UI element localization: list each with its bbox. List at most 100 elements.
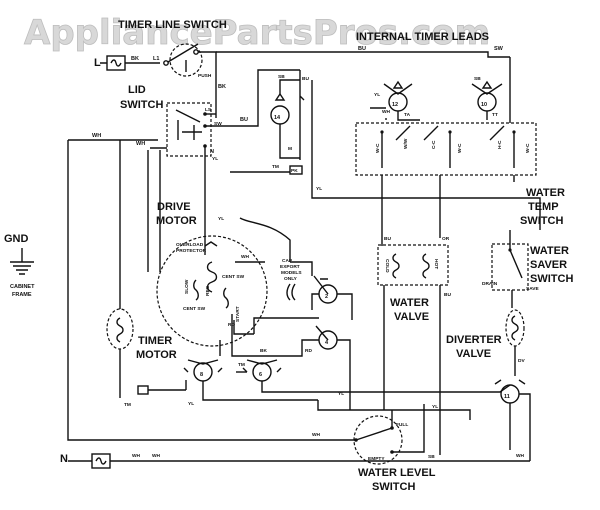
- svg-text:L1: L1: [153, 56, 159, 62]
- svg-text:12: 12: [392, 102, 398, 108]
- svg-text:2: 2: [325, 294, 328, 300]
- gnd-label: GND: [4, 233, 29, 245]
- timer-contact-6: 6: [242, 362, 282, 382]
- svg-text:CABINET: CABINET: [10, 284, 35, 290]
- svg-text:SAVER: SAVER: [530, 259, 567, 271]
- svg-text:WATER: WATER: [390, 297, 429, 309]
- svg-text:YL: YL: [188, 401, 194, 407]
- svg-text:WH: WH: [132, 453, 141, 459]
- water-valve-label: VALVE: [394, 311, 429, 323]
- n-fuse-symbol: [91, 453, 111, 469]
- svg-text:4: 4: [325, 340, 329, 346]
- svg-text:N: N: [210, 149, 214, 155]
- svg-text:DRIVE: DRIVE: [157, 201, 191, 213]
- svg-text:WH: WH: [152, 453, 161, 459]
- svg-text:BU: BU: [444, 292, 451, 298]
- svg-text:DRAIN: DRAIN: [482, 281, 498, 287]
- svg-text:8: 8: [200, 372, 203, 378]
- svg-text:REG: REG: [205, 285, 211, 296]
- svg-text:OR: OR: [442, 236, 450, 242]
- svg-text:TM: TM: [272, 164, 279, 170]
- diverter-valve: [505, 309, 525, 347]
- lid-switch: [166, 102, 212, 157]
- watermark: AppliancePartsPros.com: [24, 13, 490, 53]
- svg-text:W-C: W-C: [457, 143, 463, 153]
- svg-text:W/W: W/W: [403, 138, 409, 149]
- svg-text:CENT SW: CENT SW: [183, 306, 206, 312]
- svg-text:START: START: [235, 306, 241, 322]
- svg-text:FULL: FULL: [396, 422, 408, 428]
- svg-text:YL: YL: [316, 186, 322, 192]
- water-temp-switch: [355, 122, 537, 176]
- svg-text:YL: YL: [374, 92, 380, 98]
- svg-text:WATER: WATER: [530, 245, 569, 257]
- svg-text:11: 11: [504, 394, 510, 400]
- water-saver-switch-label: SWITCH: [530, 273, 573, 285]
- svg-text:WH: WH: [382, 109, 391, 115]
- water-level-switch: FULL EMPTY: [353, 415, 408, 465]
- svg-text:YL: YL: [432, 404, 438, 410]
- svg-text:WH: WH: [516, 453, 525, 459]
- svg-text:TM: TM: [238, 362, 245, 368]
- svg-text:YL: YL: [212, 156, 218, 162]
- svg-text:BU: BU: [240, 117, 248, 123]
- cabinet-frame-label: FRAME: [12, 292, 32, 298]
- svg-text:SB: SB: [428, 454, 435, 460]
- svg-text:RD: RD: [305, 348, 312, 354]
- svg-text:SLOW: SLOW: [184, 279, 190, 294]
- water-level-switch-label: SWITCH: [372, 481, 415, 493]
- svg-text:LID: LID: [128, 84, 146, 96]
- overload-protector-label: PROTECTOR: [176, 248, 207, 254]
- cap-export-label: ONLY: [284, 276, 298, 282]
- svg-text:WATER LEVEL: WATER LEVEL: [358, 467, 436, 479]
- svg-text:C-C: C-C: [431, 140, 437, 149]
- water-valve: [377, 244, 449, 286]
- svg-text:WH: WH: [241, 254, 250, 260]
- svg-text:CENT SW: CENT SW: [222, 274, 245, 280]
- timer-motor: [106, 308, 134, 350]
- svg-text:BU: BU: [302, 76, 309, 82]
- svg-text:BU: BU: [358, 46, 366, 52]
- svg-text:CAP: CAP: [282, 258, 293, 264]
- svg-text:SB: SB: [474, 76, 481, 82]
- svg-text:M: M: [288, 146, 292, 152]
- diverter-valve-label: VALVE: [456, 348, 491, 360]
- svg-text:14: 14: [274, 115, 281, 121]
- svg-text:YL: YL: [338, 391, 344, 397]
- timer-contact-10: 10: [477, 80, 497, 112]
- drive-motor-label: MOTOR: [156, 215, 197, 227]
- svg-text:TEMP: TEMP: [528, 201, 559, 213]
- timer-motor-label: MOTOR: [136, 349, 177, 361]
- svg-text:HOT: HOT: [433, 259, 439, 269]
- timer-contact-14: 14: [270, 92, 290, 125]
- svg-text:SW: SW: [214, 121, 222, 127]
- svg-text:SB: SB: [278, 74, 285, 80]
- water-temp-switch-label: SWITCH: [520, 215, 563, 227]
- svg-text:DIVERTER: DIVERTER: [446, 334, 502, 346]
- svg-text:WH: WH: [92, 133, 101, 139]
- timer-line-switch-label: TIMER LINE SWITCH: [118, 19, 227, 31]
- svg-text:MODELS: MODELS: [281, 270, 302, 276]
- svg-text:WATER: WATER: [526, 187, 565, 199]
- svg-text:BK: BK: [260, 348, 267, 354]
- svg-text:PK: PK: [291, 168, 298, 174]
- svg-text:BK: BK: [218, 84, 226, 90]
- svg-text:COLD: COLD: [384, 259, 390, 273]
- svg-text:TM: TM: [124, 402, 131, 408]
- timer-contact-4: 4: [315, 325, 338, 350]
- line-l-label: L: [94, 57, 101, 69]
- svg-text:TA: TA: [404, 112, 411, 118]
- internal-timer-leads-label: INTERNAL TIMER LEADS: [356, 31, 489, 43]
- svg-text:BK: BK: [131, 56, 139, 62]
- svg-text:PUSH: PUSH: [198, 73, 212, 79]
- svg-text:10: 10: [481, 102, 487, 108]
- svg-text:W-C: W-C: [375, 143, 381, 153]
- drive-motor: OVERLOAD PROTECTOR SLOW REG CENT SW CENT…: [156, 235, 268, 347]
- svg-text:TIMER: TIMER: [138, 335, 172, 347]
- timer-contact-2: 2: [313, 275, 338, 304]
- l-fuse-symbol: [106, 55, 126, 71]
- svg-text:TT: TT: [492, 112, 498, 118]
- svg-text:OVERLOAD: OVERLOAD: [176, 242, 204, 248]
- lid-switch-label: SWITCH: [120, 99, 163, 111]
